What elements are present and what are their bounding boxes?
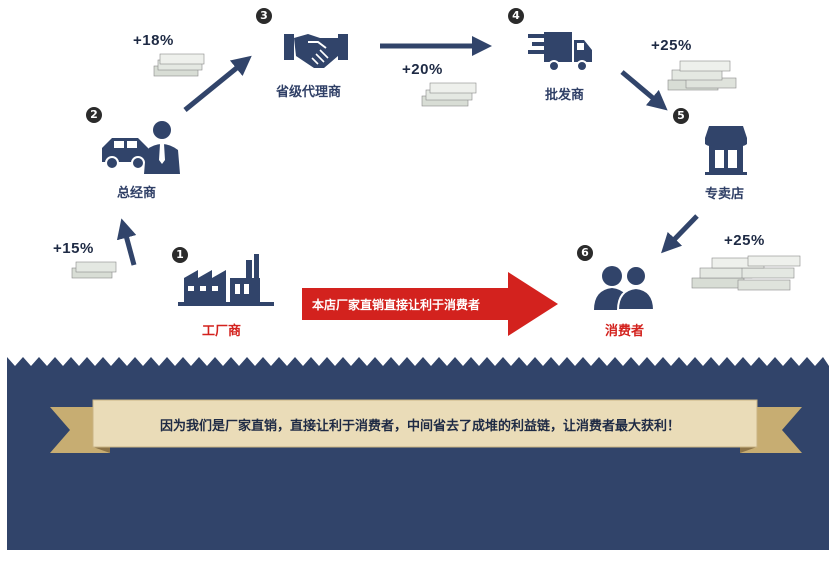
arrow-wholesale-to-store xyxy=(620,70,668,111)
direct-sale-arrow-text: 本店厂家直销直接让利于消费者 xyxy=(312,297,481,312)
markup-wholesale-to-store: +25% xyxy=(651,37,692,54)
markup-provincial-to-wholesale: +20% xyxy=(402,61,443,78)
step-number-5: 5 xyxy=(673,108,689,124)
step-label-wholesaler: 批发商 xyxy=(545,88,585,103)
ribbon-body xyxy=(92,399,758,448)
step-number-4: 4 xyxy=(508,8,524,24)
markup-factory-to-general: +15% xyxy=(53,240,94,257)
step-label-factory: 工厂商 xyxy=(202,324,242,339)
factory-icon xyxy=(178,254,274,306)
money-stack-icon xyxy=(667,60,737,91)
step-number-1: 1 xyxy=(172,247,188,263)
step-label-provincial-agent: 省级代理商 xyxy=(276,85,342,100)
arrow-general-to-provincial xyxy=(183,55,252,112)
step-number-6: 6 xyxy=(577,245,593,261)
money-stack-icon xyxy=(421,82,477,107)
step-label-consumer: 消费者 xyxy=(605,324,645,339)
step-number-2: 2 xyxy=(86,107,102,123)
banner-text: 因为我们是厂家直销，直接让利于消费者，中间省去了成堆的利益链，让消费者最大获利！ xyxy=(159,418,680,434)
money-stack-icon xyxy=(153,53,205,77)
storefront-icon xyxy=(705,126,747,175)
money-stack-icon xyxy=(71,261,117,279)
arrow-store-to-consumer xyxy=(661,214,699,254)
direct-sale-arrow xyxy=(302,272,558,336)
car-businessman-icon xyxy=(102,121,180,174)
step-label-general-distributor: 总经商 xyxy=(117,186,157,201)
consumers-icon xyxy=(594,265,656,311)
step-label-specialty-store: 专卖店 xyxy=(705,187,745,202)
markup-general-to-provincial: +18% xyxy=(133,32,174,49)
step-number-3: 3 xyxy=(256,8,272,24)
ribbon-banner xyxy=(50,399,802,453)
delivery-truck-icon xyxy=(528,32,592,72)
handshake-icon xyxy=(284,34,348,68)
markup-store-to-consumer: +25% xyxy=(724,232,765,249)
arrow-factory-to-general xyxy=(116,218,137,266)
money-stack-icon xyxy=(691,255,801,291)
